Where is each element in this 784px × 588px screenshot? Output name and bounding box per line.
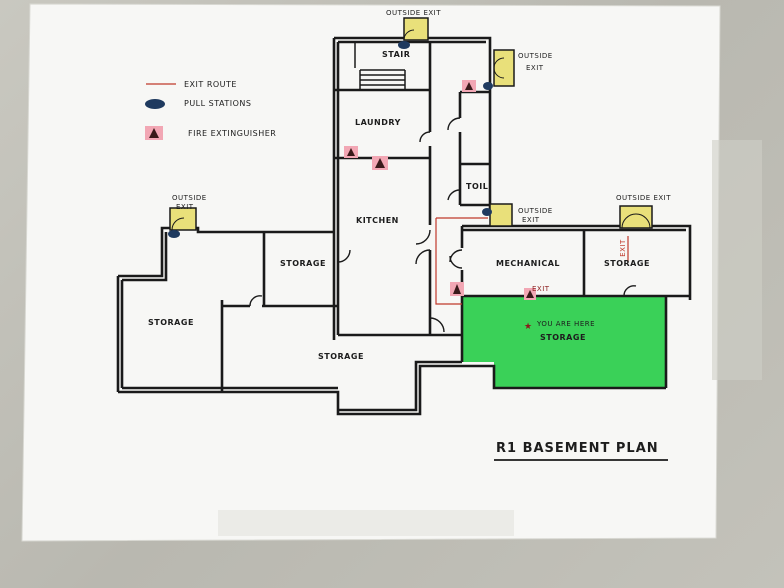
room-storage-right: STORAGE	[604, 259, 650, 268]
label-outside-exit-top: OUTSIDE EXIT	[386, 9, 442, 17]
room-storage-bottom: STORAGE	[318, 352, 364, 361]
paper-sheet	[21, 3, 721, 542]
tape-strip	[218, 510, 514, 536]
label-outside-exit-right: OUTSIDE EXIT	[616, 194, 672, 202]
plan-title: R1 BASEMENT PLAN	[496, 441, 659, 456]
label-exit-vertical: EXIT	[618, 239, 627, 257]
legend-exit-route: EXIT ROUTE	[184, 80, 237, 89]
label-exit: EXIT	[532, 285, 550, 293]
legend-pull-stations: PULL STATIONS	[184, 99, 252, 108]
room-stair: STAIR	[382, 50, 411, 59]
pull-stations	[145, 41, 493, 238]
legend-fire-extinguisher: FIRE EXTINGUISHER	[188, 129, 277, 138]
exit-route-lines	[146, 83, 629, 305]
room-laundry: LAUNDRY	[355, 118, 401, 127]
room-toil: TOIL	[466, 182, 489, 191]
you-are-here-label: YOU ARE HERE	[537, 320, 596, 328]
fire-extinguishers	[145, 80, 536, 300]
room-kitchen: KITCHEN	[356, 216, 399, 225]
highlighted-storage-room	[462, 296, 666, 388]
label-outside-exit-upper-right-1: OUTSIDE	[518, 52, 553, 60]
outside-exit-doors	[169, 17, 653, 231]
label-outside-exit-left-2: EXIT	[176, 203, 194, 211]
label-outside-exit-mid-1: OUTSIDE	[518, 207, 553, 215]
room-storage-small: STORAGE	[280, 259, 326, 268]
walls	[116, 36, 692, 416]
door-swings	[249, 117, 637, 333]
room-storage-left: STORAGE	[148, 318, 194, 327]
you-are-here-star: ★	[524, 322, 532, 332]
label-outside-exit-mid-2: EXIT	[522, 216, 540, 224]
room-storage-green: STORAGE	[540, 333, 586, 342]
exit-door-arcs	[171, 29, 651, 231]
label-outside-exit-left-1: OUTSIDE	[172, 194, 207, 202]
label-outside-exit-upper-right-2: EXIT	[526, 64, 544, 72]
room-mechanical: MECHANICAL	[496, 259, 561, 268]
tape-strip-right	[712, 140, 762, 380]
